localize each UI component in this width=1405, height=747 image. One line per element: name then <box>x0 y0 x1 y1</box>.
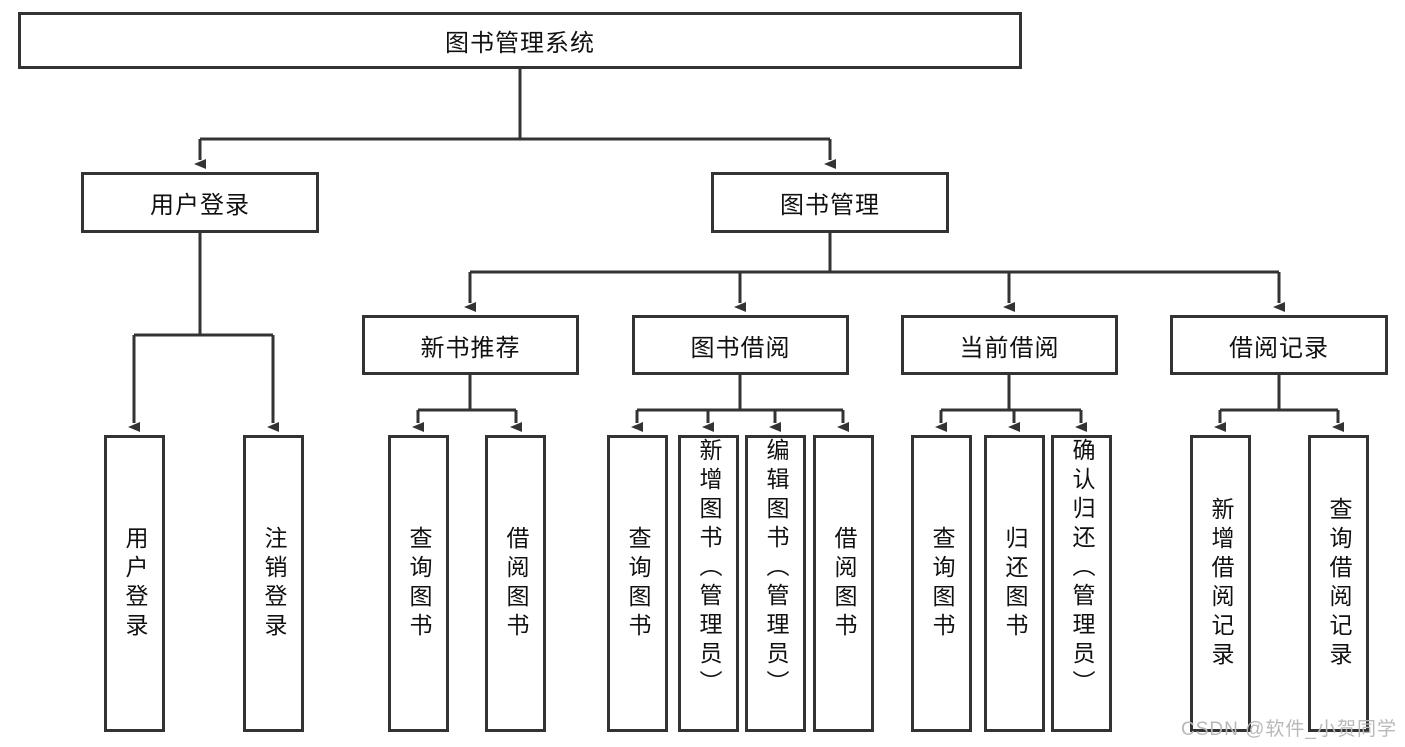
csdn-watermark: CSDN @软件_小贺同学 <box>1181 719 1397 740</box>
node-leaf-user-login-label: 用户登录 <box>122 525 148 642</box>
node-borrow-record[interactable]: 借阅记录 <box>1170 315 1388 375</box>
node-leaf-logout-login-label: 注销登录 <box>261 525 287 642</box>
node-book-borrow[interactable]: 图书借阅 <box>632 315 849 375</box>
node-leaf-confirm-return-admin-label: 确认归还（管理员） <box>1069 438 1095 699</box>
node-leaf-borrow-book-rec-label: 借阅图书 <box>503 525 529 642</box>
node-new-book-recommend[interactable]: 新书推荐 <box>362 315 579 375</box>
node-leaf-borrow-book-label: 借阅图书 <box>831 525 857 642</box>
node-book-manage-label: 图书管理 <box>780 192 880 219</box>
node-leaf-query-book-rec-label: 查询图书 <box>406 525 432 642</box>
node-leaf-query-borrow-record-label: 查询借阅记录 <box>1326 496 1352 671</box>
node-current-borrow-label: 当前借阅 <box>959 334 1060 362</box>
node-leaf-add-book-admin[interactable]: 新增图书（管理员） <box>678 435 739 732</box>
node-leaf-confirm-return-admin[interactable]: 确认归还（管理员） <box>1051 435 1112 732</box>
node-user-login-label: 用户登录 <box>150 192 250 219</box>
node-new-book-recommend-label: 新书推荐 <box>420 334 521 362</box>
node-leaf-query-book-cur-label: 查询图书 <box>929 525 955 642</box>
node-book-manage[interactable]: 图书管理 <box>711 172 949 233</box>
node-leaf-edit-book-admin-label: 编辑图书（管理员） <box>763 438 789 699</box>
node-leaf-user-login[interactable]: 用户登录 <box>104 435 165 732</box>
node-root-label: 图书管理系统 <box>445 30 595 57</box>
node-leaf-return-book-label: 归还图书 <box>1002 525 1028 642</box>
node-book-borrow-label: 图书借阅 <box>690 334 791 362</box>
node-leaf-return-book[interactable]: 归还图书 <box>984 435 1045 732</box>
node-leaf-query-borrow-record[interactable]: 查询借阅记录 <box>1308 435 1369 732</box>
node-leaf-edit-book-admin[interactable]: 编辑图书（管理员） <box>745 435 806 732</box>
node-borrow-record-label: 借阅记录 <box>1229 334 1329 362</box>
node-leaf-query-book-borrow[interactable]: 查询图书 <box>607 435 668 732</box>
node-current-borrow[interactable]: 当前借阅 <box>901 315 1118 375</box>
node-leaf-add-borrow-record[interactable]: 新增借阅记录 <box>1190 435 1251 732</box>
node-root[interactable]: 图书管理系统 <box>18 12 1022 69</box>
node-user-login[interactable]: 用户登录 <box>81 172 319 233</box>
node-leaf-add-borrow-record-label: 新增借阅记录 <box>1208 496 1234 671</box>
node-leaf-query-book-borrow-label: 查询图书 <box>625 525 651 642</box>
node-leaf-query-book-cur[interactable]: 查询图书 <box>911 435 972 732</box>
node-leaf-add-book-admin-label: 新增图书（管理员） <box>696 438 722 699</box>
node-leaf-query-book-rec[interactable]: 查询图书 <box>388 435 449 732</box>
node-leaf-logout-login[interactable]: 注销登录 <box>243 435 304 732</box>
node-leaf-borrow-book-rec[interactable]: 借阅图书 <box>485 435 546 732</box>
node-leaf-borrow-book[interactable]: 借阅图书 <box>813 435 874 732</box>
